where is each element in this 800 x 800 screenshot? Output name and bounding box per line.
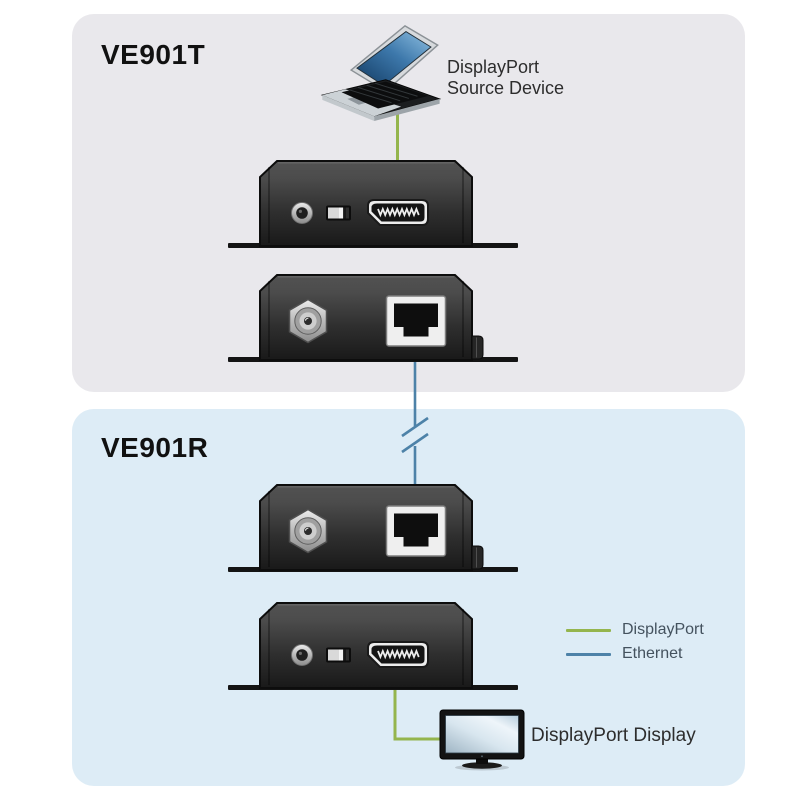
extender-chassis (259, 602, 473, 689)
legend: DisplayPort Ethernet (566, 620, 704, 668)
dc-power-jack (291, 644, 313, 666)
receiver-section-label: VE901R (101, 432, 209, 463)
legend-item-ethernet: Ethernet (566, 644, 704, 664)
legend-label-displayport: DisplayPort (622, 621, 704, 638)
ethernet-connection (401, 362, 429, 488)
rj45-port (385, 505, 447, 557)
device-ve901t-front (228, 156, 518, 253)
displayport-port (367, 199, 429, 226)
source-device-label-line1: DisplayPort (447, 57, 540, 77)
laptop-icon (320, 24, 442, 122)
displayport-source-line (396, 114, 399, 162)
device-ve901t-rear (228, 270, 518, 367)
grounding-knob (471, 545, 484, 570)
dc-power-jack (288, 298, 328, 344)
displayport-port (367, 641, 429, 668)
source-device-label: DisplayPort Source Device (447, 57, 564, 99)
mode-switch (326, 647, 351, 663)
legend-label-ethernet: Ethernet (622, 645, 683, 662)
displayport-display-line (393, 686, 449, 741)
dc-power-jack (291, 202, 313, 224)
receiver-section-panel (72, 409, 745, 786)
grounding-knob (471, 335, 484, 360)
rj45-port (385, 295, 447, 347)
line-break-icon (401, 416, 429, 454)
monitor-icon (439, 709, 525, 771)
displayport-line-swatch (566, 628, 611, 632)
device-ve901r-rear (228, 480, 518, 577)
extender-chassis (259, 160, 473, 247)
transmitter-section-label: VE901T (101, 39, 206, 70)
legend-item-displayport: DisplayPort (566, 620, 704, 640)
ethernet-line (401, 362, 429, 488)
dc-power-jack (288, 508, 328, 554)
display-label: DisplayPort Display (531, 725, 696, 746)
mode-switch (326, 205, 351, 221)
ethernet-line-swatch (566, 652, 611, 656)
device-ve901r-front (228, 598, 518, 695)
source-device-label-line2: Source Device (447, 78, 565, 98)
